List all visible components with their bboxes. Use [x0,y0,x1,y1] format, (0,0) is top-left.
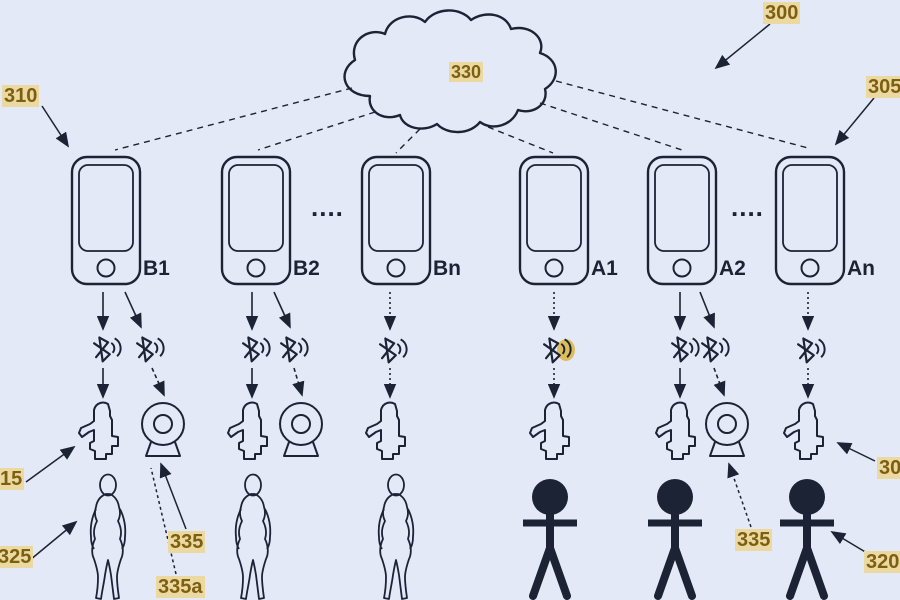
cloud-link-bn [395,128,421,154]
bluetooth-signal-icon [92,333,124,364]
bluetooth-signal-icon [796,334,828,365]
bt-to-device-arrows [96,367,815,399]
leader-325 [29,520,78,561]
ref-335a: 335a [156,576,205,598]
ref-300: 300 [763,2,801,24]
leader-300 [714,23,771,70]
female-user-figure [89,473,127,600]
webcam-icon [705,402,749,457]
female-user-figure [234,473,272,600]
bluetooth-signal-icon [700,333,732,364]
phone-label-an: An [847,257,875,280]
phone-label-b1: B1 [143,257,170,280]
stick-user-figure [523,479,577,596]
bluetooth-signal-icon [279,333,311,364]
ellipsis-b-group: .... [311,192,344,222]
wearable-sensor-icon [227,401,268,460]
phone-label-b2: B2 [293,257,320,280]
ref-335-right: 335 [735,529,773,551]
ref-320: 320 [864,551,900,573]
ref-325: 325 [0,546,34,568]
leader-335-right [727,462,752,528]
stick-user-figure [648,479,702,596]
cloud-link-a2 [539,102,683,151]
wearable-sensor-icon [655,401,696,460]
ref-330-cloud: 330 [449,62,484,82]
wearable-sensor-icon [783,401,824,460]
leader-335 [159,462,187,530]
female-user-figure [377,473,415,600]
bluetooth-signal-icon [241,333,273,364]
network-cloud [343,9,557,134]
cloud-link-a1 [487,126,554,154]
webcam-icon [141,402,185,457]
leader-310 [41,105,70,148]
bluetooth-signal-icon [135,333,167,364]
leader-305 [834,97,875,146]
leader-315 [25,445,76,483]
ref-315: 15 [0,468,25,490]
cloud-links [114,80,809,154]
ellipsis-a-group: .... [731,192,764,222]
phone-label-bn: Bn [433,257,461,280]
phone-label-a1: A1 [591,257,618,280]
bluetooth-signal-icon [378,334,410,365]
leader-30 [836,442,876,462]
phone-to-bt-arrows [96,291,815,331]
phone-a2 [646,155,718,286]
phone-a1 [518,155,590,286]
ref-305: 305 [866,76,900,98]
ref-335: 335 [168,531,206,553]
phone-b2 [220,155,292,286]
cloud-link-b1 [114,87,353,151]
ref-30: 30 [877,457,900,479]
phone-label-a2: A2 [719,257,746,280]
cloud-link-b2 [257,111,376,151]
cloud-link-an [555,80,809,149]
wearable-sensor-icon [78,401,119,460]
ref-leaders [25,23,876,575]
leader-335a [150,467,177,575]
bluetooth-signal-icon [670,333,702,364]
webcam-icon [279,402,323,457]
phone-an [774,155,846,286]
phone-b1 [70,155,142,286]
bluetooth-highlight [557,339,575,361]
ref-310: 310 [2,85,40,107]
wearable-sensor-icon [365,401,406,460]
stick-user-figure [780,479,834,596]
phone-bn [360,155,432,286]
wearable-sensor-icon [529,401,570,460]
